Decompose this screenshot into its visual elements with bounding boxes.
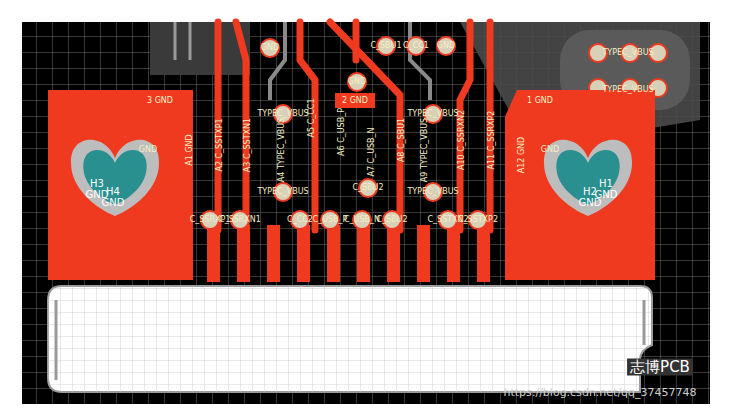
net-label: TYPEC_VBUS (257, 188, 308, 196)
watermark: https://blog.csdn.net/qq_37457748 (503, 387, 696, 398)
net-label: TYPEC_VBUS (602, 49, 653, 57)
net-label: A1 GND (186, 134, 194, 165)
net-label: 2 GND (342, 97, 368, 105)
net-label: C_SSTXP2 (458, 216, 498, 224)
net-label: C_SBU1 (370, 42, 401, 50)
net-label: C_USB_N (344, 216, 380, 224)
pad-label: 3 GND (147, 97, 173, 105)
net-label: GND (541, 146, 559, 154)
net-label: C_SBU2 (376, 216, 407, 224)
hole-label: H4 (106, 187, 120, 197)
gnd-pad: 1 GNDH1GNDH2GND (505, 90, 655, 280)
hole-label: H2 (583, 187, 597, 197)
net-label: A9 TYPEC_VBUS (421, 118, 429, 182)
hole-label: GND (579, 198, 602, 208)
hole-label: H1 (599, 179, 613, 189)
net-label: C_SBU2 (352, 184, 383, 192)
net-label: GND (348, 78, 366, 86)
net-label: C_CC1 (403, 42, 429, 50)
hole-label: H3 (90, 179, 104, 189)
net-label: GND (139, 146, 157, 154)
net-label: A6 C_USB_P (338, 108, 346, 156)
net-label: C_CC2 (287, 216, 313, 224)
net-label: TYPEC_VBUS (257, 110, 308, 118)
net-label: A5 C_CC1 (308, 99, 316, 138)
net-label: A7 C_USB_N (368, 127, 376, 176)
pad-label: 1 GND (527, 97, 553, 105)
net-label: C_SSRXN1 (219, 216, 261, 224)
net-label: A4 TYPEC_VBUS (278, 118, 286, 182)
net-label: A11 C_SSRXP2 (488, 111, 496, 170)
net-label: GND (261, 44, 279, 52)
net-label: A3 C_SSTXN1 (244, 118, 252, 172)
net-label: TYPEC_VBUS (407, 110, 458, 118)
net-label: A2 C_SSTXP1 (216, 118, 224, 171)
net-label: C_USB_P (313, 216, 348, 224)
net-label: A12 GND (518, 137, 526, 174)
net-label: TYPEC_VBUS (407, 188, 458, 196)
net-label: A8 C_SBU1 (398, 118, 406, 162)
watermark: 志博PCB (627, 359, 693, 376)
mounting-hole: H1GNDH2GND (538, 128, 638, 220)
net-label: TYPEC_VBUS (602, 86, 653, 94)
net-label: A10 C_SSRXN2 (458, 110, 466, 170)
mounting-hole: H3GNDH4GND (65, 128, 165, 220)
hole-label: GND (102, 198, 125, 208)
net-label: GND (437, 42, 455, 50)
gnd-pad: 3 GNDH3GNDH4GND (48, 90, 193, 280)
